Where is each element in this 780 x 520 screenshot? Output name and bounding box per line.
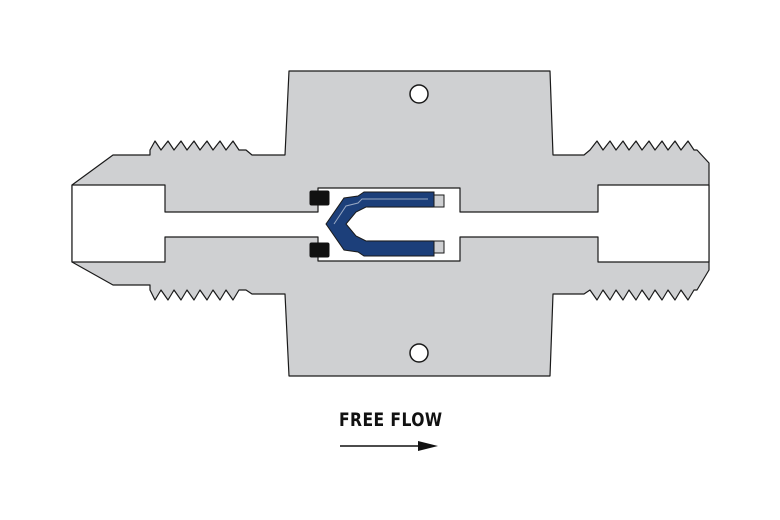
mounting-hole-top <box>409 84 429 104</box>
flow-label: FREE FLOW <box>339 409 443 431</box>
poppet-highlight <box>333 198 428 225</box>
mounting-hole-bottom <box>409 343 429 363</box>
seal-lower <box>309 242 330 258</box>
seal-upper <box>309 190 330 206</box>
flow-direction-arrow <box>340 441 438 451</box>
poppet <box>325 191 435 257</box>
